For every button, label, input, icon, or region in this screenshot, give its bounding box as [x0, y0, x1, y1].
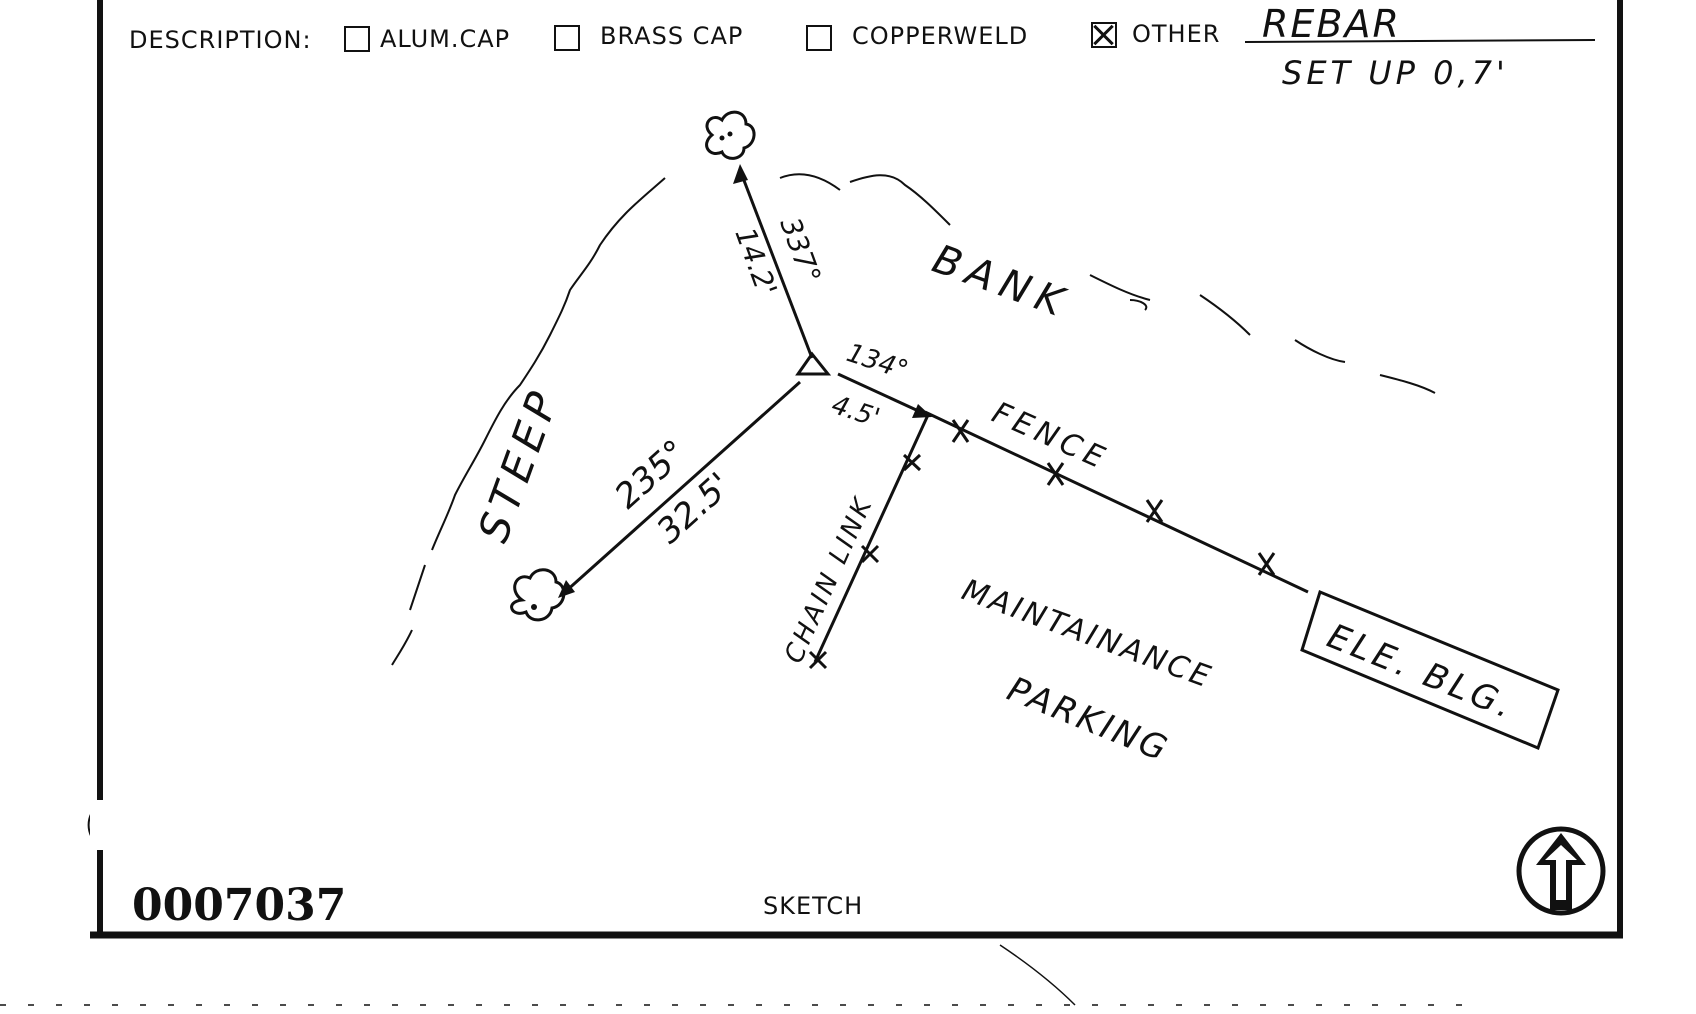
other-value-underline — [1244, 39, 1596, 43]
record-number: 0007037 — [132, 880, 347, 931]
electrical-building-outline — [1300, 589, 1560, 750]
tie-distance-fence: 4.5' — [828, 390, 883, 434]
other-label: OTHER — [1132, 20, 1221, 48]
arrowhead-north — [733, 164, 748, 184]
other-value: REBAR — [1262, 2, 1401, 46]
steep-slope-line — [391, 177, 666, 666]
scan-artifact-stroke — [999, 944, 1076, 1006]
maintainance-label: MAINTAINANCE — [957, 573, 1217, 696]
brass-cap-label: BRASS CAP — [600, 22, 744, 50]
tie-line-north — [738, 169, 814, 359]
arrowhead-southwest — [558, 580, 575, 598]
tree-icon — [510, 568, 566, 622]
fence-line — [924, 410, 1309, 594]
north-arrow-icon — [1516, 826, 1606, 916]
chain-link-label: CHAIN LINK — [779, 492, 879, 668]
triangle-monument-icon — [795, 351, 832, 376]
tie-bearing-fence: 134° — [843, 338, 912, 386]
bank-label: BANK — [927, 236, 1077, 328]
bank-line — [779, 173, 1436, 394]
parking-label: PARKING — [1002, 669, 1175, 770]
steep-label: STEEP — [468, 381, 569, 549]
copperweld-label: COPPERWELD — [852, 22, 1029, 50]
alum-cap-checkbox[interactable] — [344, 26, 370, 52]
description-label: DESCRIPTION: — [129, 26, 312, 54]
tie-line-southwest — [564, 380, 801, 594]
tree-icon — [705, 110, 756, 160]
other-checkbox[interactable] — [1091, 22, 1117, 48]
chain-link-fence-line — [813, 414, 930, 663]
other-note: SET UP 0,7' — [1282, 54, 1509, 92]
copperweld-checkbox[interactable] — [806, 25, 832, 51]
sketch-section-label: SKETCH — [763, 892, 864, 920]
fence-post-marks — [808, 419, 1276, 670]
binding-gap — [90, 800, 104, 850]
alum-cap-label: ALUM.CAP — [380, 25, 511, 53]
tie-line-fence — [837, 372, 926, 416]
brass-cap-checkbox[interactable] — [554, 25, 580, 51]
